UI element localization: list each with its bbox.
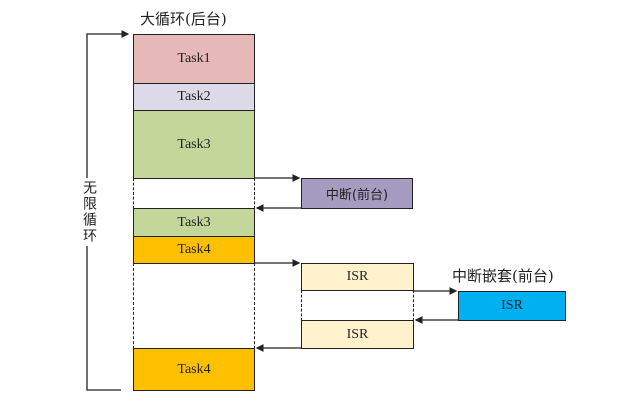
loop-label: 无限循环 xyxy=(79,178,99,246)
task3-box: Task3 xyxy=(133,110,255,179)
interrupt-gap xyxy=(133,178,255,209)
nested-isr-box: ISR xyxy=(458,291,566,321)
diagram-title: 大循环(后台) xyxy=(140,10,227,28)
isr-box: ISR xyxy=(301,263,414,291)
task4-resume-box: Task4 xyxy=(133,348,255,391)
task2-box: Task2 xyxy=(133,83,255,111)
isr-resume-box: ISR xyxy=(301,320,414,349)
interrupt-box: 中断(前台) xyxy=(301,178,413,209)
task4-box: Task4 xyxy=(133,236,255,264)
isr-gap xyxy=(133,263,255,349)
task3-resume-box: Task3 xyxy=(133,208,255,237)
nested-gap xyxy=(301,290,414,321)
nested-title: 中断嵌套(前台) xyxy=(452,267,554,285)
